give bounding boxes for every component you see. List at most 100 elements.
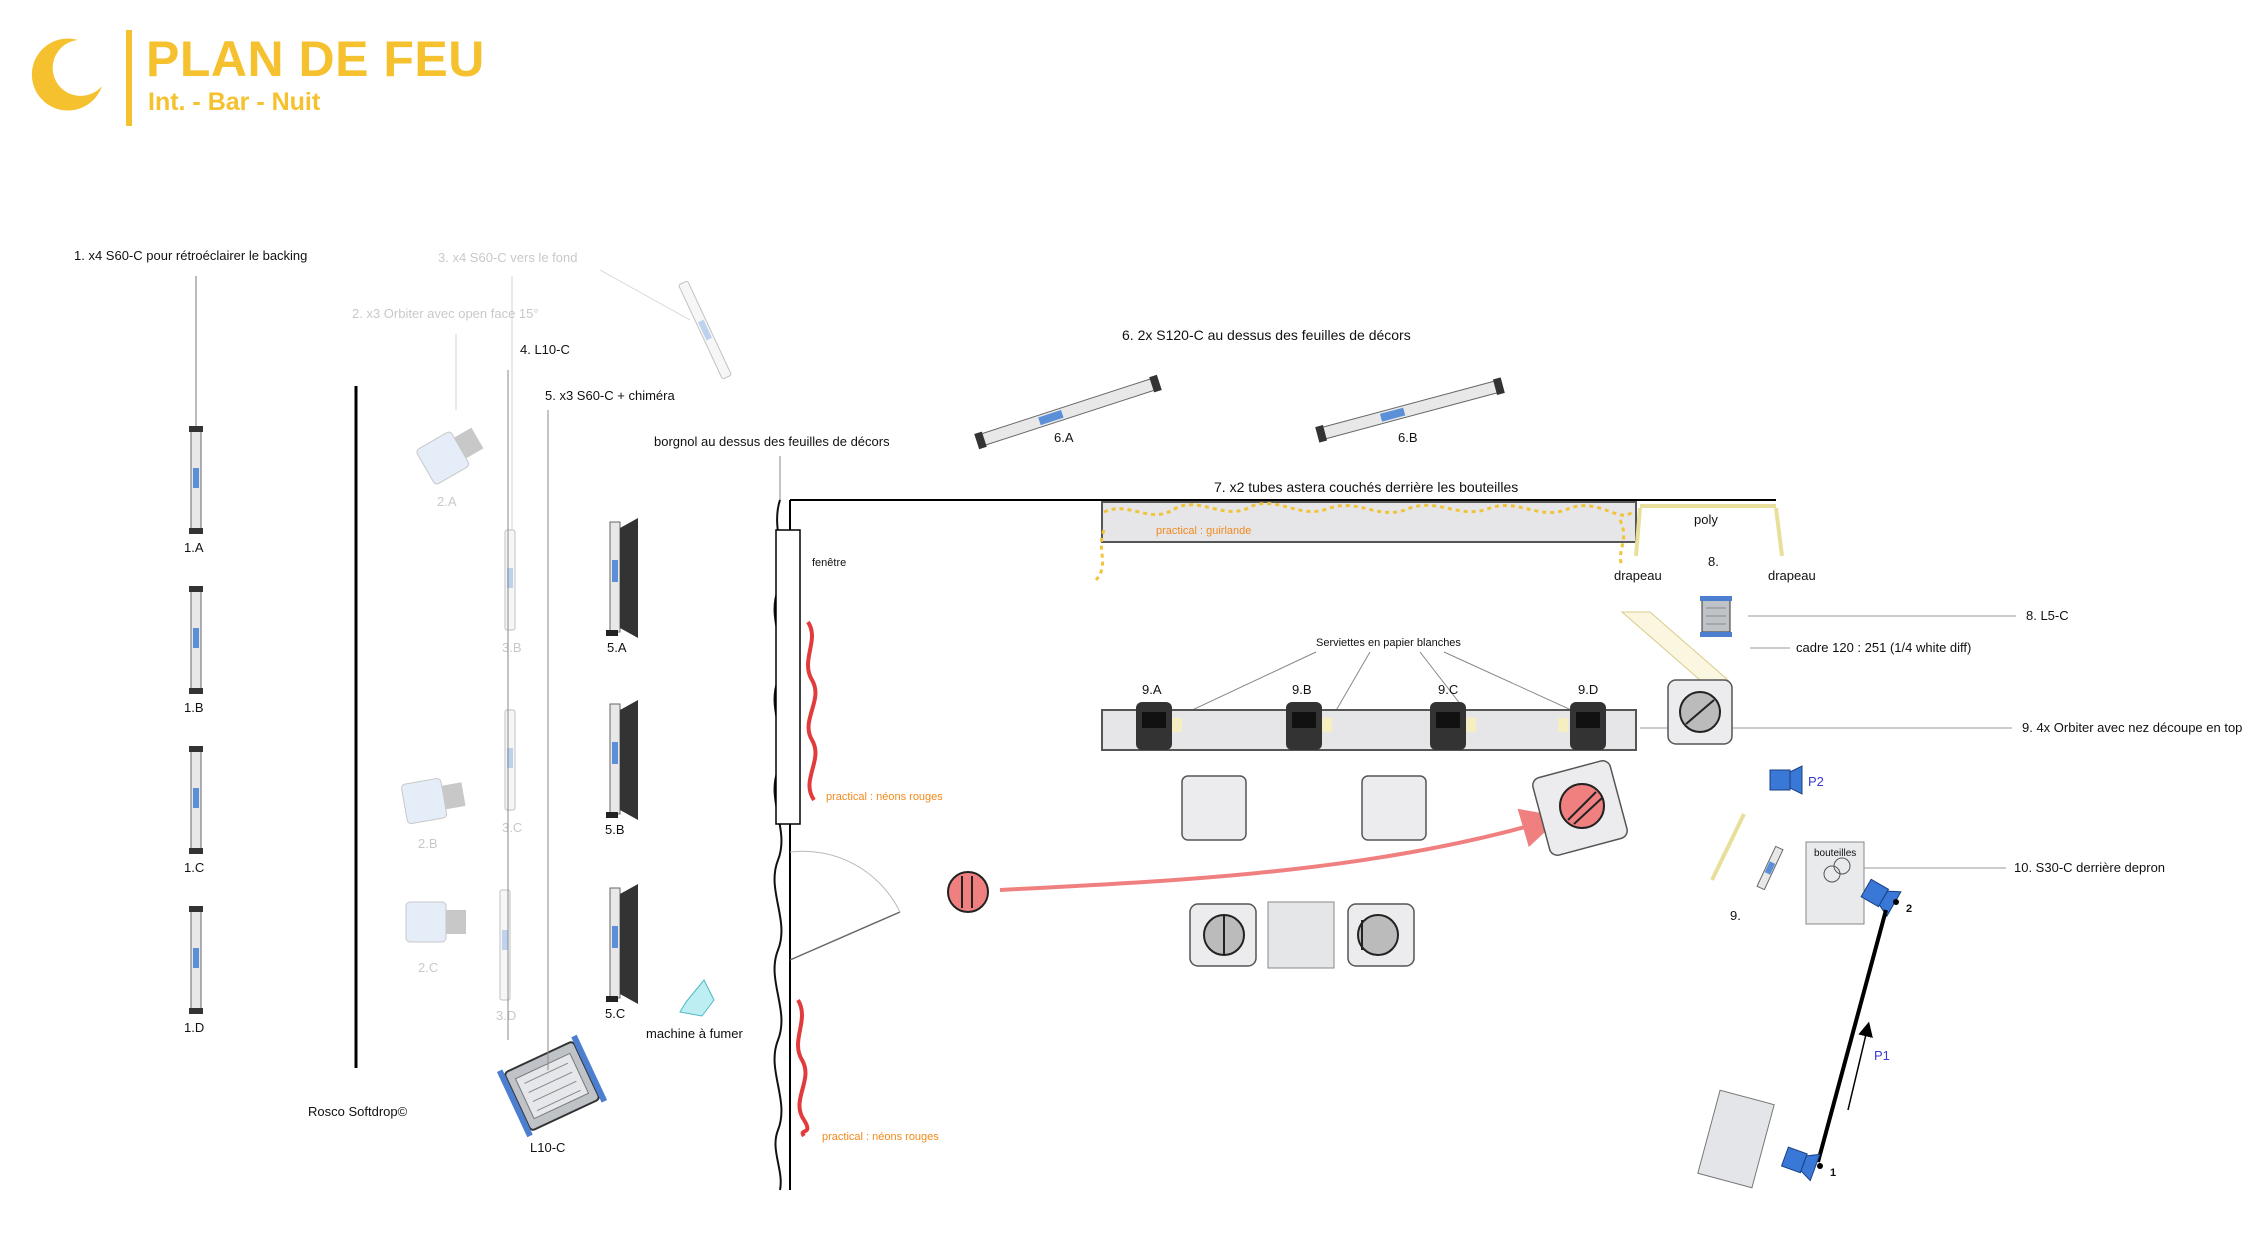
table-group	[1189, 901, 1415, 969]
orbiter-light-9d[interactable]	[1558, 702, 1606, 750]
drapeau-right	[1774, 507, 1784, 557]
fixture-label-6a: 6.A	[1054, 430, 1074, 445]
orbiter-light-2b[interactable]	[401, 774, 467, 825]
tube-light-1c[interactable]	[189, 746, 203, 854]
annotation-machine: machine à fumer	[646, 1026, 743, 1041]
neon-practical-2	[796, 998, 810, 1138]
orbiter-light-9a[interactable]	[1136, 702, 1182, 750]
camera-pos1-label: 1	[1830, 1167, 1836, 1179]
camera-p2-icon[interactable]	[1769, 765, 1803, 795]
annotation-4: 4. L10-C	[520, 342, 570, 357]
annotation-cadre: cadre 120 : 251 (1/4 white diff)	[1796, 640, 1971, 655]
camera-p1-pos1-icon[interactable]	[1780, 1143, 1821, 1182]
back-bar-shelf	[1101, 501, 1637, 543]
fixture-label-3c: 3.C	[502, 820, 522, 835]
actor-end	[1532, 760, 1628, 856]
fixture-label-9a: 9.A	[1142, 682, 1162, 697]
drapeau-left	[1634, 507, 1642, 557]
tube-light-6a[interactable]	[974, 374, 1162, 450]
camera-p2-label: P2	[1808, 774, 1824, 789]
actor-movement-arrow	[999, 808, 1562, 892]
tube-light-1d[interactable]	[189, 906, 203, 1014]
neon-practical-1	[806, 620, 818, 802]
group-1: 1. x4 S60-C pour rétroéclairer le backin…	[74, 248, 307, 1035]
orbiter-light-2c[interactable]	[405, 901, 466, 943]
chimera-light-5a[interactable]	[606, 518, 638, 638]
tube-light-10[interactable]	[1756, 845, 1784, 891]
fixture-label-5a: 5.A	[607, 640, 627, 655]
fixture-label-9: 9.	[1730, 908, 1741, 923]
orbiter-light-9b[interactable]	[1286, 702, 1332, 750]
orbiter-light-9c[interactable]	[1430, 702, 1476, 750]
header-divider	[126, 30, 132, 126]
page-subtitle: Int. - Bar - Nuit	[148, 88, 321, 116]
door	[789, 850, 901, 961]
practical-guirlande-label: practical : guirlande	[1156, 525, 1251, 537]
tube-light-3a[interactable]	[678, 280, 732, 380]
l10c-light[interactable]	[496, 1034, 608, 1138]
tube-light-3c[interactable]	[504, 709, 516, 811]
camera-p1-pos2-icon[interactable]	[1859, 876, 1902, 918]
tube-light-1a[interactable]	[189, 426, 203, 534]
drapeau-label-right: drapeau	[1768, 568, 1816, 583]
bar-stool-right	[1667, 679, 1733, 745]
fixture-label-9c: 9.C	[1438, 682, 1458, 697]
bottles-box	[1805, 841, 1865, 925]
fixture-label-2c: 2.C	[418, 960, 438, 975]
dolly-track	[1816, 909, 1888, 1163]
annotation-borgnol: borgnol au dessus des feuilles de décors	[654, 434, 890, 449]
fixture-label-1d: 1.D	[184, 1020, 204, 1035]
annotation-1: 1. x4 S60-C pour rétroéclairer le backin…	[74, 248, 307, 263]
fixture-label-5c: 5.C	[605, 1006, 625, 1021]
camera-p1-label: P1	[1874, 1048, 1890, 1063]
group-3: 3. x4 S60-C vers le fond 3.B 3.C 3.D	[438, 250, 732, 1023]
fixture-label-3b: 3.B	[502, 640, 522, 655]
actor-start	[947, 871, 989, 913]
tube-light-6b[interactable]	[1315, 377, 1505, 443]
chimera-light-5c[interactable]	[606, 884, 638, 1004]
fixture-label-1b: 1.B	[184, 700, 204, 715]
camera-pos2-label: 2	[1906, 903, 1912, 915]
annotation-2: 2. x3 Orbiter avec open face 15°	[352, 306, 539, 321]
annotation-6: 6. 2x S120-C au dessus des feuilles de d…	[1122, 327, 1411, 343]
diffusion-frame-9	[1710, 813, 1746, 881]
practical-neons-label-2: practical : néons rouges	[822, 1131, 939, 1143]
window-label: fenêtre	[812, 557, 846, 569]
group-5: 5. x3 S60-C + chiméra 5.A 5.B 5.C	[545, 388, 675, 1070]
annotation-8: 8. L5-C	[2026, 608, 2069, 623]
moon-icon	[31, 38, 102, 111]
annotation-7: 7. x2 tubes astera couchés derrière les …	[1214, 479, 1518, 495]
annotation-9: 9. 4x Orbiter avec nez découpe en top	[2022, 720, 2242, 735]
header: PLAN DE FEU Int. - Bar - Nuit	[0, 0, 700, 140]
annotation-5: 5. x3 S60-C + chiméra	[545, 388, 675, 403]
cadre-frame	[1620, 611, 1730, 681]
fixture-label-6b: 6.B	[1398, 430, 1418, 445]
l5c-light[interactable]	[1700, 596, 1732, 637]
fixture-label-5b: 5.B	[605, 822, 625, 837]
orbiter-light-2a[interactable]	[415, 421, 487, 486]
bar-chair-2	[1361, 775, 1427, 841]
fixture-label-1c: 1.C	[184, 860, 204, 875]
fixture-label-9d: 9.D	[1578, 682, 1598, 697]
page-title: PLAN DE FEU	[146, 31, 485, 87]
fixture-label-3d: 3.D	[496, 1008, 516, 1023]
fixture-label-1a: 1.A	[184, 540, 204, 555]
tube-light-3b[interactable]	[504, 529, 516, 631]
annotation-10: 10. S30-C derrière depron	[2014, 860, 2165, 875]
fixture-label-9b: 9.B	[1292, 682, 1312, 697]
bar-chair-1	[1181, 775, 1247, 841]
bottle-2	[1833, 857, 1851, 875]
group-2: 2. x3 Orbiter avec open face 15° 2.A 2.B…	[352, 306, 539, 975]
chimera-light-5b[interactable]	[606, 700, 638, 820]
tube-light-1b[interactable]	[189, 586, 203, 694]
window	[775, 529, 801, 825]
group-4: 4. L10-C L10-C	[496, 342, 608, 1155]
reflector-panel	[1697, 1089, 1775, 1189]
fixture-label-4: L10-C	[530, 1140, 565, 1155]
smoke-machine-icon[interactable]	[679, 979, 715, 1017]
dolly-direction-arrow	[1847, 1021, 1873, 1111]
fixture-label-2b: 2.B	[418, 836, 438, 851]
bottles-label: bouteilles	[1814, 848, 1856, 859]
drapeau-label-left: drapeau	[1614, 568, 1662, 583]
